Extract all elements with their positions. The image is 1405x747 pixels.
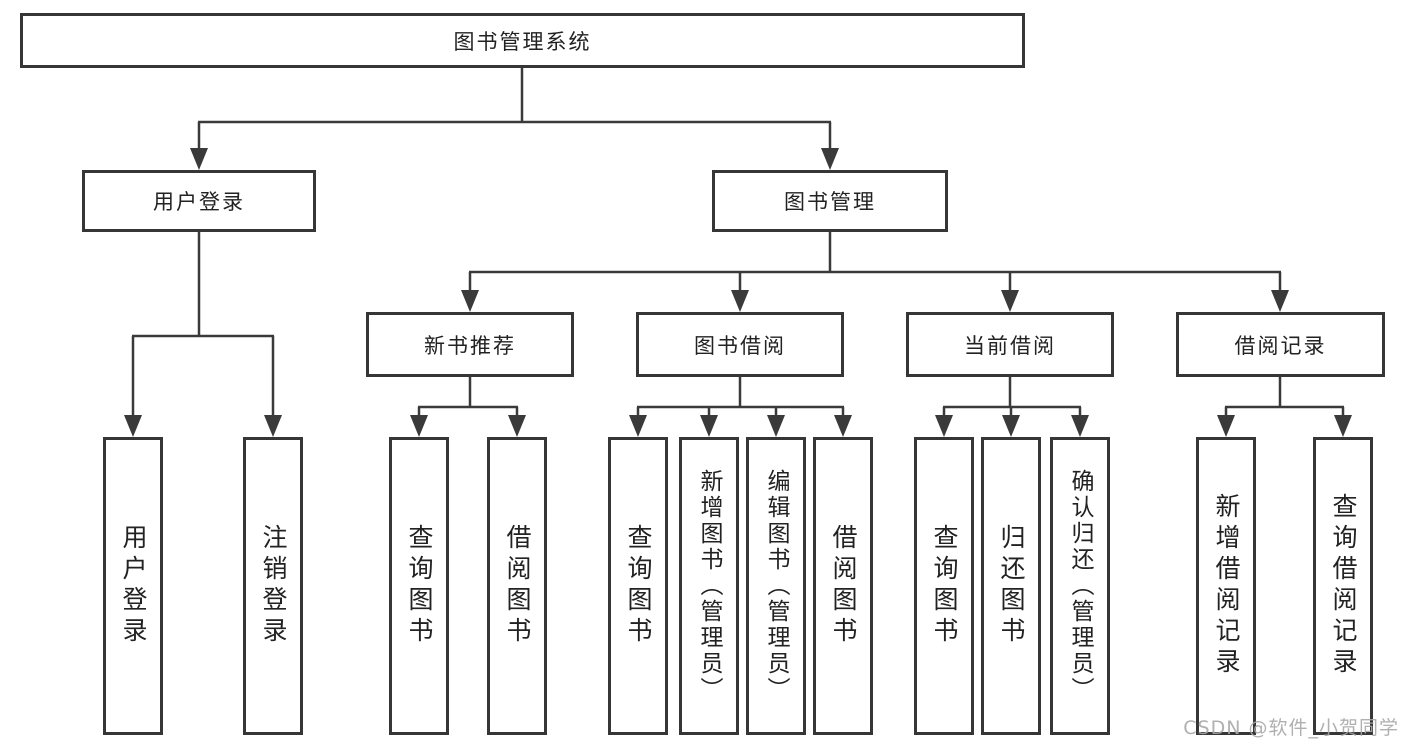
node-leaf-nb-borrow-book: 借阅图书 [487,437,547,735]
node-leaf-br-add-record: 新增借阅记录 [1196,437,1256,735]
node-leaf-cb-query-book: 查询图书 [914,437,974,735]
node-leaf-bb-add-book-admin: 新增图书（管理员） [679,437,739,735]
node-leaf-user-login: 用户登录 [103,437,163,735]
node-leaf-bb-edit-book-admin: 编辑图书（管理员） [746,437,806,735]
node-root: 图书管理系统 [20,13,1025,68]
node-current-borrow: 当前借阅 [906,312,1114,377]
node-leaf-logout: 注销登录 [243,437,303,735]
node-leaf-cb-return-book: 归还图书 [981,437,1041,735]
node-borrow-record: 借阅记录 [1176,312,1385,377]
node-leaf-cb-confirm-return-admin: 确认归还（管理员） [1050,437,1110,735]
node-new-book-recommend: 新书推荐 [366,312,574,377]
node-leaf-br-query-record: 查询借阅记录 [1313,437,1373,735]
csdn-watermark: CSDN @软件_小贺同学 [1183,717,1399,739]
node-user-login: 用户登录 [82,170,316,232]
node-book-borrow: 图书借阅 [636,312,844,377]
node-leaf-nb-query-book: 查询图书 [389,437,449,735]
node-book-management: 图书管理 [712,170,948,232]
node-leaf-bb-query-book: 查询图书 [608,437,668,735]
node-leaf-bb-borrow-book: 借阅图书 [813,437,873,735]
